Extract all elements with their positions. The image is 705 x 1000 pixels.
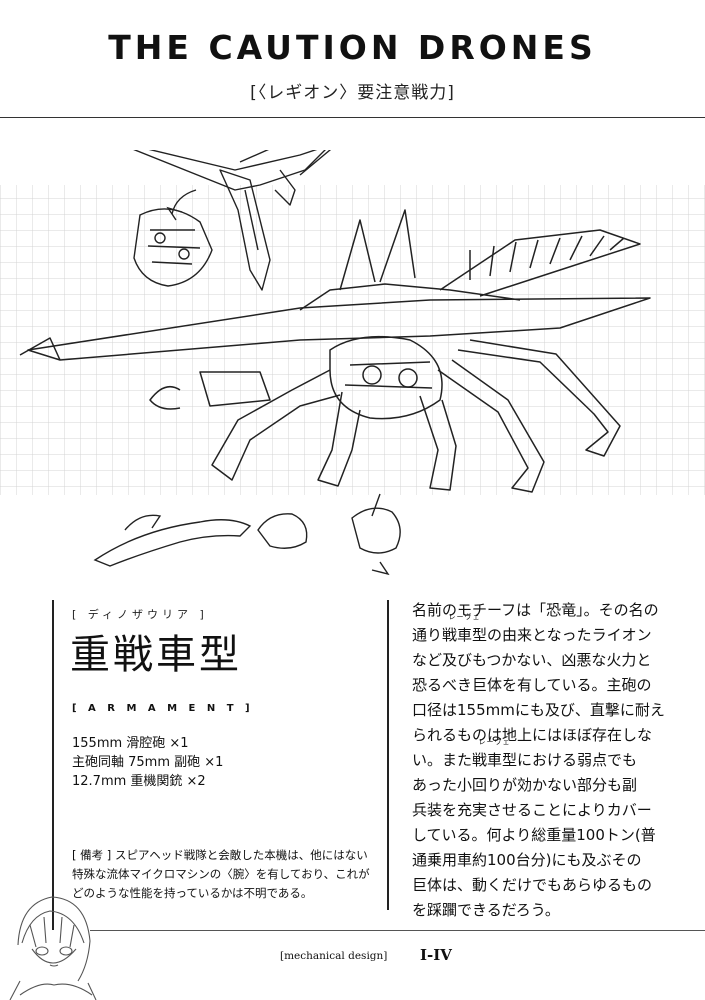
flying-drone-sketch <box>133 150 332 291</box>
ruby-reading: レーヴェ <box>478 738 511 746</box>
page-title: THE CAUTION DRONES <box>108 28 597 67</box>
ruby-term: レーヴェ戦車型 <box>442 613 488 644</box>
page-number: I-IV <box>420 946 452 964</box>
armament-heading: [ A R M A M E N T ] <box>72 703 254 714</box>
drone-detail-sketch <box>133 189 213 287</box>
description-text: 名前のモチーフは「恐竜」。その名の 通りレーヴェ戦車型の由来となったライオン な… <box>412 598 667 923</box>
description-line: られるものは地上にはほぼ存在しな <box>412 726 653 744</box>
description-line: い。またレーヴェ戦車型における弱点でも <box>412 738 667 773</box>
armament-item: 155mm 滑腔砲 ×1 <box>72 736 189 751</box>
mech-illustration <box>0 150 705 576</box>
ruby-reading: レーヴェ <box>448 613 481 621</box>
description-line: など及びもつかない、凶悪な火力と <box>412 651 652 669</box>
header-rule <box>0 117 705 118</box>
ruby-term: レーヴェ戦車型 <box>472 738 518 769</box>
description-line: 口径は155mmにも及び、直撃に耐え <box>412 701 665 719</box>
remarks-note: [ 備考 ] スピアヘッド戦隊と会敵した本機は、他にはない特殊な流体マイクロマシ… <box>72 848 370 900</box>
unit-name: 重戦車型 <box>70 632 242 678</box>
description-line: 通乗用車約100台分)にも及ぶその <box>412 851 642 869</box>
footer-rule <box>90 930 705 931</box>
description-line: あった小回りが効かない部分も副 <box>412 776 638 794</box>
footer-label: [mechanical design] <box>280 950 388 962</box>
description-line: 兵装を充実させることによりカバー <box>412 801 652 819</box>
unit-kana-reading: [ ディノザウリア ] <box>72 608 208 621</box>
left-column-rule <box>52 600 54 930</box>
right-column-rule <box>387 600 389 910</box>
description-line: 通りレーヴェ戦車型の由来となったライオン <box>412 613 667 648</box>
armament-item: 主砲同軸 75mm 副砲 ×1 <box>72 755 224 770</box>
description-line: 巨体は、動くだけでもあらゆるもの <box>412 876 653 894</box>
description-line: を踩躙できるだろう。 <box>412 901 560 919</box>
arm-sketches <box>93 493 401 576</box>
page-subtitle: [〈レギオン〉要注意戦力] <box>250 83 455 103</box>
description-line: している。何より総重量100トン(普 <box>412 826 656 844</box>
character-sketch <box>9 896 97 1000</box>
armament-list: 155mm 滑腔砲 ×1 主砲同軸 75mm 副砲 ×1 12.7mm 重機関銃… <box>72 734 223 791</box>
description-line: 名前のモチーフは「恐竜」。その名の <box>412 601 659 619</box>
armament-item: 12.7mm 重機関銃 ×2 <box>72 774 206 789</box>
dinosauria-tank-sketch <box>19 209 651 493</box>
description-line: 恐るべき巨体を有している。主砲の <box>412 676 652 694</box>
